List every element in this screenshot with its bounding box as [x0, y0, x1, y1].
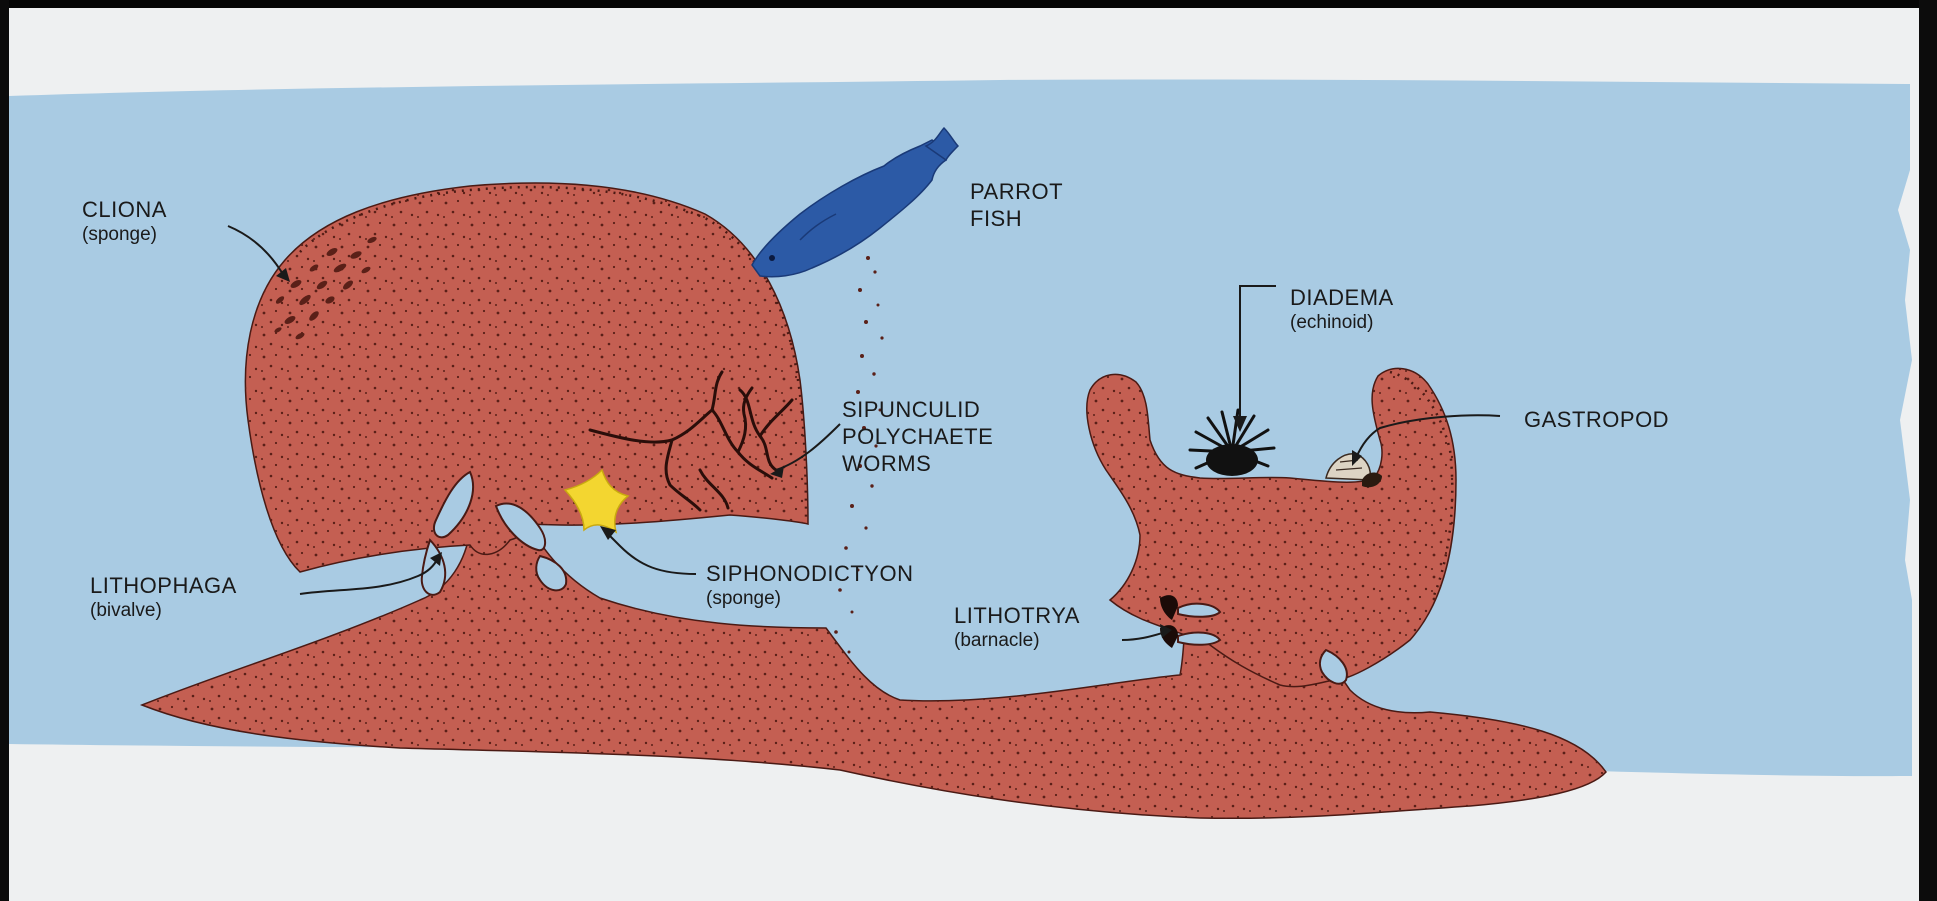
label-lithophaga: LITHOPHAGA (bivalve): [90, 572, 237, 623]
label-diadema: DIADEMA (echinoid): [1290, 284, 1394, 335]
label-worms-line2: POLYCHAETE: [842, 423, 993, 450]
label-lithophaga-sub: (bivalve): [90, 599, 237, 623]
label-gastropod-name: GASTROPOD: [1524, 406, 1669, 433]
label-cliona: CLIONA (sponge): [82, 196, 167, 247]
label-lithotrya-sub: (barnacle): [954, 629, 1080, 653]
label-worms: SIPUNCULID POLYCHAETE WORMS: [842, 396, 993, 477]
label-gastropod: GASTROPOD: [1524, 406, 1669, 433]
label-lithotrya: LITHOTRYA (barnacle): [954, 602, 1080, 653]
label-siphonodictyon-sub: (sponge): [706, 587, 913, 611]
label-worms-line1: SIPUNCULID: [842, 396, 993, 423]
label-siphonodictyon-name: SIPHONODICTYON: [706, 560, 913, 587]
label-diadema-name: DIADEMA: [1290, 284, 1394, 311]
label-parrot-fish-line2: FISH: [970, 205, 1063, 232]
label-cliona-name: CLIONA: [82, 196, 167, 223]
label-worms-line3: WORMS: [842, 450, 993, 477]
label-lithotrya-name: LITHOTRYA: [954, 602, 1080, 629]
label-siphonodictyon: SIPHONODICTYON (sponge): [706, 560, 913, 611]
label-parrot-fish: PARROT FISH: [970, 178, 1063, 232]
label-cliona-sub: (sponge): [82, 223, 167, 247]
label-parrot-fish-line1: PARROT: [970, 178, 1063, 205]
label-lithophaga-name: LITHOPHAGA: [90, 572, 237, 599]
label-diadema-sub: (echinoid): [1290, 311, 1394, 335]
